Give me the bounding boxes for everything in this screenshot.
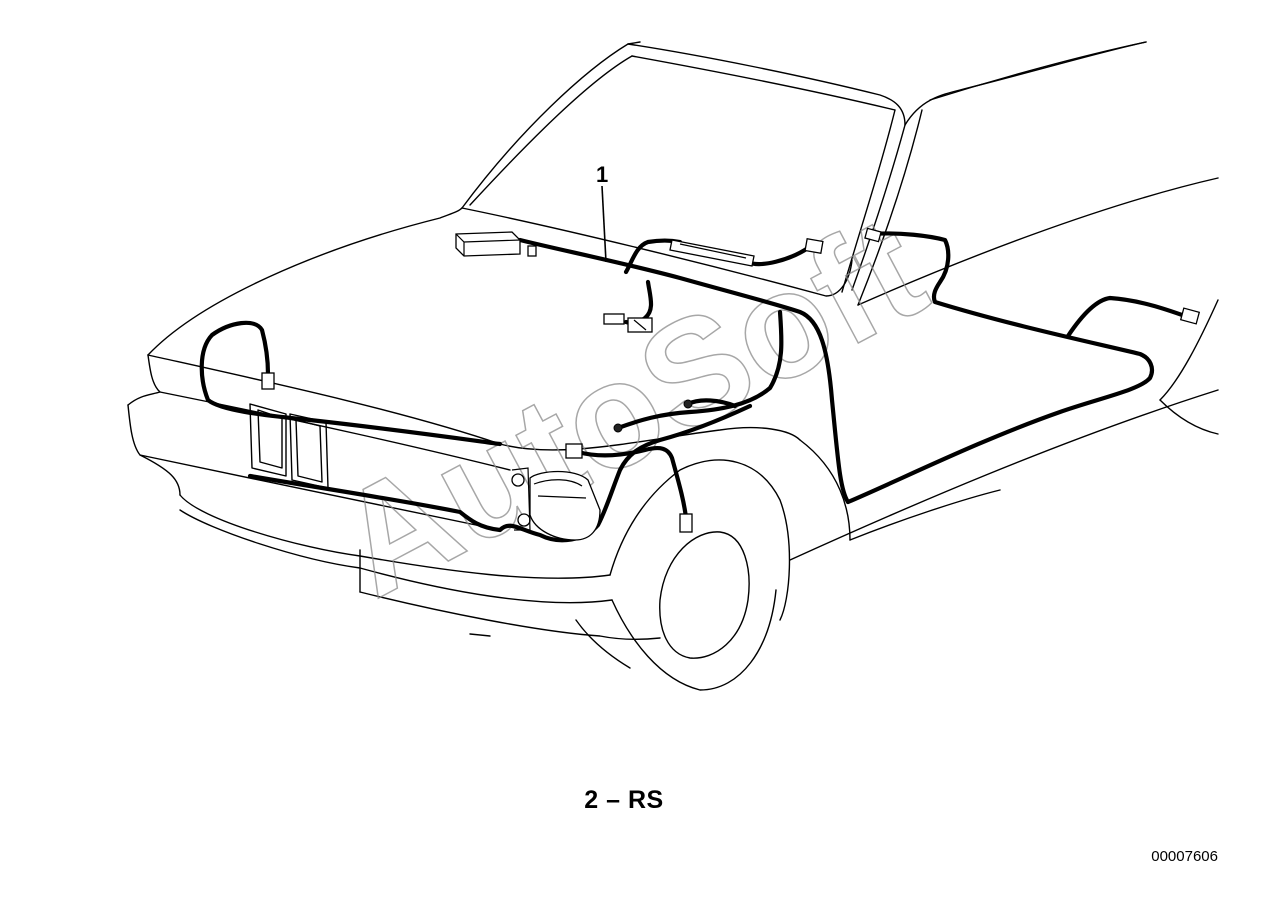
connector-icon <box>679 513 693 533</box>
watermark: AutoSoft <box>310 182 949 629</box>
wiring-harness <box>199 231 1188 543</box>
callout-leader-line <box>601 185 607 263</box>
diagram-caption: 2 – RS <box>584 786 664 814</box>
grommet-icon <box>613 423 623 433</box>
double-connector-icon <box>603 313 653 333</box>
callout-1: 1 <box>596 162 608 263</box>
grommet-icon <box>683 399 693 409</box>
connector-icon <box>261 372 275 390</box>
car-body-outline <box>127 41 1219 691</box>
connector-icon <box>565 443 583 459</box>
connector-icon <box>864 227 882 243</box>
watermark-text: AutoSoft <box>311 183 949 629</box>
siren-unit-icon <box>511 467 601 541</box>
connector-icon <box>1179 307 1201 325</box>
drawing-number: 00007606 <box>1151 848 1218 865</box>
components <box>261 227 1201 541</box>
control-unit-icon <box>455 231 537 257</box>
antenna-bar-icon <box>669 239 755 267</box>
connector-icon <box>804 237 824 255</box>
callout-label: 1 <box>596 162 608 187</box>
